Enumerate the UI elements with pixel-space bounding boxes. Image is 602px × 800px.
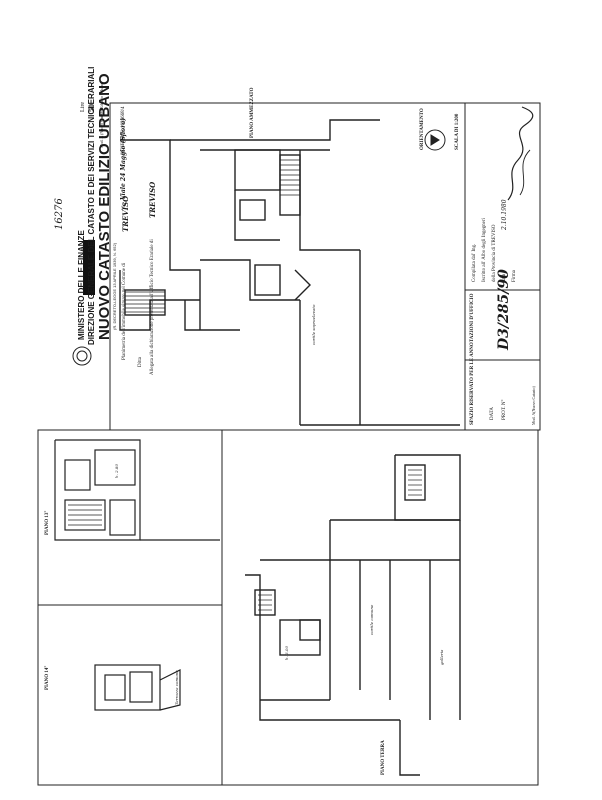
- office-prot-label: PROT. N°: [502, 399, 507, 420]
- iscritto-label: Iscritto all' Albo degli Ingegneri: [482, 218, 487, 282]
- room-label-cortile: cortile sopraelevato: [311, 304, 316, 345]
- ufficio-value: TREVISO: [148, 181, 157, 218]
- plan-label: Planimetria dell'immobile situato nel Co…: [122, 262, 127, 360]
- allegata-label: Allegata alla dichiarazione presentata a…: [150, 239, 155, 375]
- room-label-terrazza: Terrazza comune: [174, 670, 179, 705]
- document-subtitle: (R. DECRETO-LEGGE 13 APRILE 1939, N. 652…: [112, 242, 117, 330]
- ground-floor-plan: [245, 454, 461, 776]
- comune-value: TREVISO: [121, 195, 130, 232]
- title-block-frame: [464, 102, 541, 431]
- floor-label-terra: PIANO TERRA: [381, 740, 386, 775]
- room-label-galleria: galleria: [439, 649, 444, 665]
- floor-13-stairs: [68, 504, 102, 526]
- ditta-label: Ditta: [138, 357, 143, 367]
- room-label-height-2: h. 3.00: [284, 645, 289, 660]
- office-reserved-label: SPAZIO RISERVATO PER LE ANNOTAZIONI D'UF…: [470, 293, 475, 425]
- scale-label: SCALA DI 1:200: [455, 113, 460, 150]
- office-protocol-number: D3/285/90: [496, 269, 512, 350]
- room-label-height: h. 2.80: [114, 463, 119, 478]
- office-date-label: DATA: [490, 407, 495, 420]
- ground-floor-stairs: [258, 469, 422, 611]
- redacted-owner-block: [83, 240, 95, 295]
- form-code: Mod. A (Nuovo Catasto Edilizio Urbano): [99, 81, 104, 148]
- orientation-label: ORIENTAMENTO: [420, 108, 425, 150]
- mezzanine-stairs: [125, 159, 300, 313]
- mezzanine-plan: [119, 119, 460, 426]
- north-arrow-icon: [424, 129, 446, 151]
- floor-label-14: PIANO 14°: [45, 665, 50, 690]
- price-value: 50: [87, 104, 96, 112]
- via-label: Via: [122, 203, 127, 210]
- engineer-signature: [507, 106, 534, 201]
- room-label-cortile-comune: cortile comune: [369, 604, 374, 635]
- ministry-name: MINISTERO DELLE FINANZE: [77, 230, 86, 340]
- floor-13-plan: [54, 439, 220, 541]
- lower-sheet-frame: [37, 429, 539, 786]
- scheda-number: SCHEDA N. 1035668/4: [121, 106, 126, 155]
- floor-label-13: PIANO 13°: [45, 510, 50, 535]
- ministry-seal-icon: [72, 346, 92, 366]
- upper-sheet-frame: [109, 102, 466, 431]
- office-footer: Mod. A(Nuovo Catasto): [531, 386, 536, 425]
- floor-label-ammezzato: PIANO AMMEZZATO: [250, 87, 255, 138]
- signature-label: Firma: [512, 270, 517, 282]
- price-label: Lire: [80, 102, 86, 112]
- compilata-label: Compilata dal' Ing.: [472, 243, 477, 282]
- stamp-number: 16276: [54, 198, 65, 230]
- floor-14-plan: [94, 664, 181, 711]
